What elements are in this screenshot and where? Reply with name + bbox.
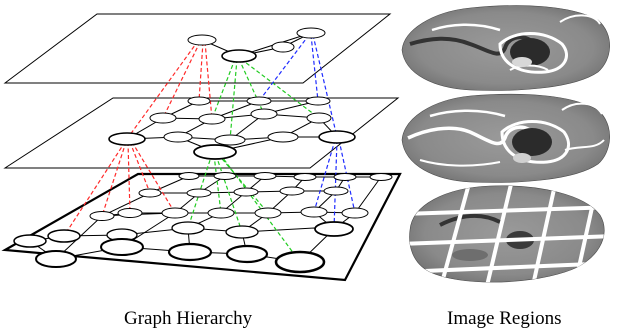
graph-node <box>323 186 349 196</box>
graph-node <box>89 211 115 221</box>
graph-node <box>108 132 146 146</box>
graph-node <box>274 250 326 274</box>
graph-node <box>300 206 328 218</box>
image-regions-caption: Image Regions <box>447 308 562 329</box>
blue-links <box>258 34 356 230</box>
graph-node <box>149 112 177 124</box>
graph-node <box>198 113 226 125</box>
graph-node <box>341 207 369 219</box>
graph-node <box>47 229 81 243</box>
graph-node <box>214 134 246 146</box>
graph-hierarchy-caption: Graph Hierarchy <box>124 308 253 329</box>
graph-node <box>117 208 143 218</box>
graph-node <box>225 225 259 239</box>
brain-panel-grid <box>409 185 605 283</box>
graph-node <box>253 172 277 180</box>
brain-panel-finer <box>401 93 610 183</box>
middle-plane-outline <box>3 97 400 169</box>
top-nodes <box>187 27 326 63</box>
graph-node <box>207 207 235 219</box>
graph-node <box>305 96 331 106</box>
graph-node <box>369 173 393 181</box>
graph-node <box>246 96 272 106</box>
graph-node <box>167 242 213 262</box>
graph-node <box>13 234 47 248</box>
graph-node <box>233 187 259 197</box>
graph-node <box>178 172 200 180</box>
graph-node <box>171 221 205 235</box>
graph-node <box>271 41 295 53</box>
graph-node <box>161 207 189 219</box>
graph-node <box>100 238 144 256</box>
red-links <box>63 40 213 237</box>
graph-node <box>279 186 305 196</box>
graph-node <box>186 188 212 198</box>
graph-node <box>35 250 77 268</box>
bottom-nodes <box>13 172 393 274</box>
green-links <box>187 58 320 263</box>
middle-nodes <box>108 96 356 160</box>
graph-node <box>267 131 299 143</box>
brain-panel-coarse <box>401 5 610 91</box>
bottom-plane-outline <box>1 172 402 282</box>
graph-node <box>138 188 162 198</box>
graph-node <box>296 27 326 39</box>
graph-node <box>314 221 354 237</box>
graph-node <box>318 130 356 144</box>
graph-node <box>221 49 257 63</box>
graph-node <box>306 112 332 124</box>
graph-node <box>250 108 278 120</box>
top-edges <box>201 32 312 57</box>
graph-node <box>293 173 317 181</box>
graph-node <box>254 207 282 219</box>
graph-node <box>193 144 237 160</box>
graph-node <box>187 34 217 46</box>
graph-node <box>163 131 193 143</box>
top-plane-outline <box>3 13 392 84</box>
graph-node <box>213 172 237 180</box>
graph-node <box>333 173 357 181</box>
graph-node <box>225 244 269 264</box>
graph-node <box>187 96 211 106</box>
